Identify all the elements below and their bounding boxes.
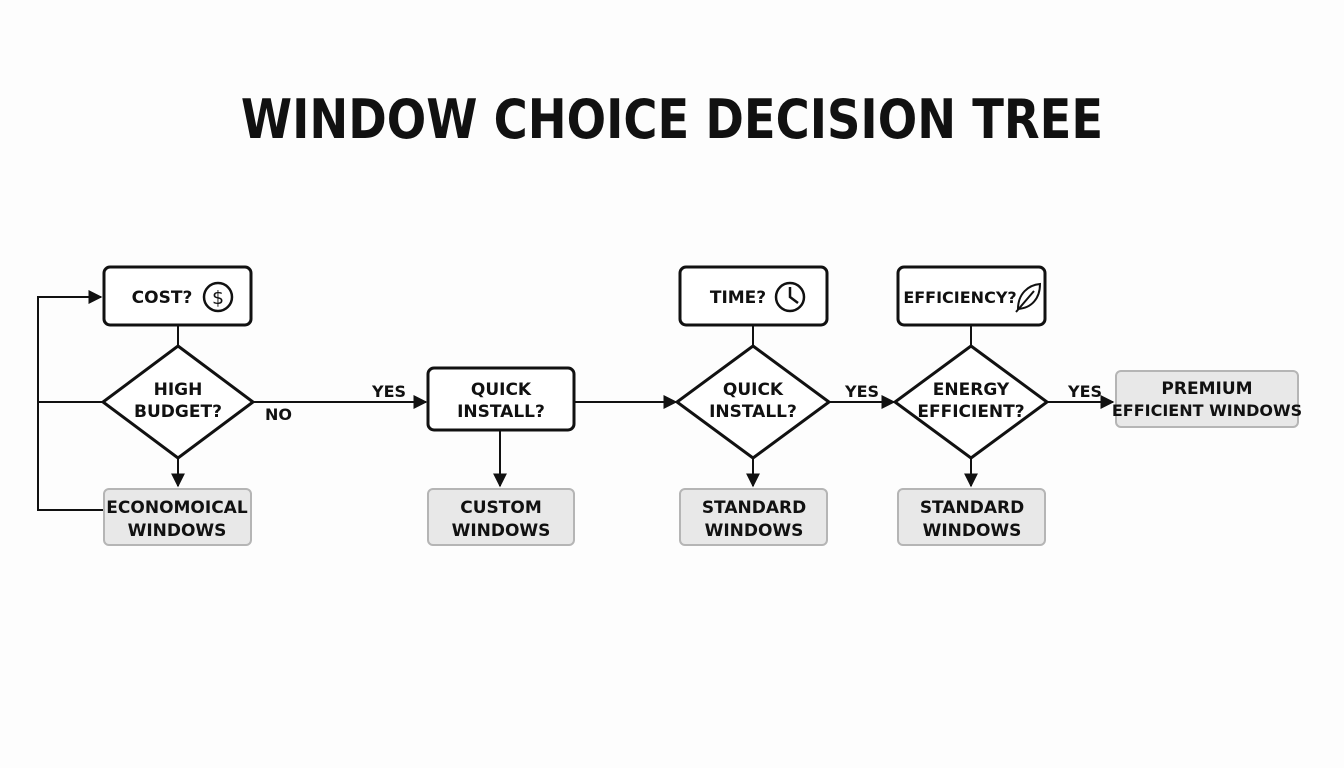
- dollar-circle-icon: $: [202, 281, 234, 313]
- node-energy-line2: EFFICIENT?: [917, 402, 1024, 422]
- node-quick-install-diamond-line2: INSTALL?: [709, 402, 797, 422]
- node-standard-windows-2: STANDARD WINDOWS: [897, 488, 1046, 546]
- node-energy-line1: ENERGY: [933, 380, 1010, 400]
- loop-connector: [37, 290, 104, 511]
- node-time-label: TIME?: [710, 288, 766, 308]
- node-efficiency: EFFICIENCY?: [896, 265, 1047, 327]
- node-custom-line1: CUSTOM: [460, 498, 542, 518]
- node-standard-1-line1: STANDARD: [702, 498, 806, 518]
- edge-label-yes-2: YES: [844, 382, 879, 401]
- node-premium-line1: PREMIUM: [1161, 379, 1252, 399]
- node-quick-install-box-line1: QUICK: [471, 380, 532, 400]
- node-standard-2-line1: STANDARD: [920, 498, 1024, 518]
- node-custom-line2: WINDOWS: [452, 521, 551, 541]
- node-cost-label: COST?: [132, 288, 193, 308]
- edge-label-no: NO: [265, 405, 292, 424]
- node-premium-efficient-windows: PREMIUM EFFICIENT WINDOWS: [1112, 370, 1302, 428]
- edge-label-yes-3: YES: [1067, 382, 1102, 401]
- node-quick-install-diamond-line1: QUICK: [723, 380, 784, 400]
- node-quick-install-box-line2: INSTALL?: [457, 402, 545, 422]
- node-economical-windows: ECONOMOICAL WINDOWS: [103, 488, 252, 546]
- page-title: WINDOW CHOICE DECISION TREE: [240, 88, 1104, 151]
- node-cost: COST? $: [102, 265, 253, 327]
- node-economical-line1: ECONOMOICAL: [106, 498, 248, 518]
- node-time: TIME?: [678, 265, 829, 327]
- node-high-budget-line2: BUDGET?: [134, 402, 222, 422]
- leaf-icon: [1015, 282, 1042, 313]
- clock-icon: [774, 281, 806, 313]
- node-standard-1-line2: WINDOWS: [705, 521, 804, 541]
- edge-label-yes-1: YES: [371, 382, 406, 401]
- node-standard-2-line2: WINDOWS: [923, 521, 1022, 541]
- connectors: [37, 290, 1115, 511]
- node-quick-install-box: QUICK INSTALL?: [426, 366, 576, 432]
- node-high-budget-line1: HIGH: [154, 380, 203, 400]
- node-high-budget: HIGH BUDGET?: [100, 344, 256, 460]
- node-premium-line2: EFFICIENT WINDOWS: [1112, 401, 1302, 420]
- svg-text:$: $: [212, 287, 224, 309]
- node-efficiency-label: EFFICIENCY?: [903, 288, 1016, 307]
- node-economical-line2: WINDOWS: [128, 521, 227, 541]
- node-quick-install-diamond: QUICK INSTALL?: [674, 344, 832, 460]
- node-energy-efficient: ENERGY EFFICIENT?: [892, 344, 1050, 460]
- node-standard-windows-1: STANDARD WINDOWS: [679, 488, 828, 546]
- node-custom-windows: CUSTOM WINDOWS: [427, 488, 575, 546]
